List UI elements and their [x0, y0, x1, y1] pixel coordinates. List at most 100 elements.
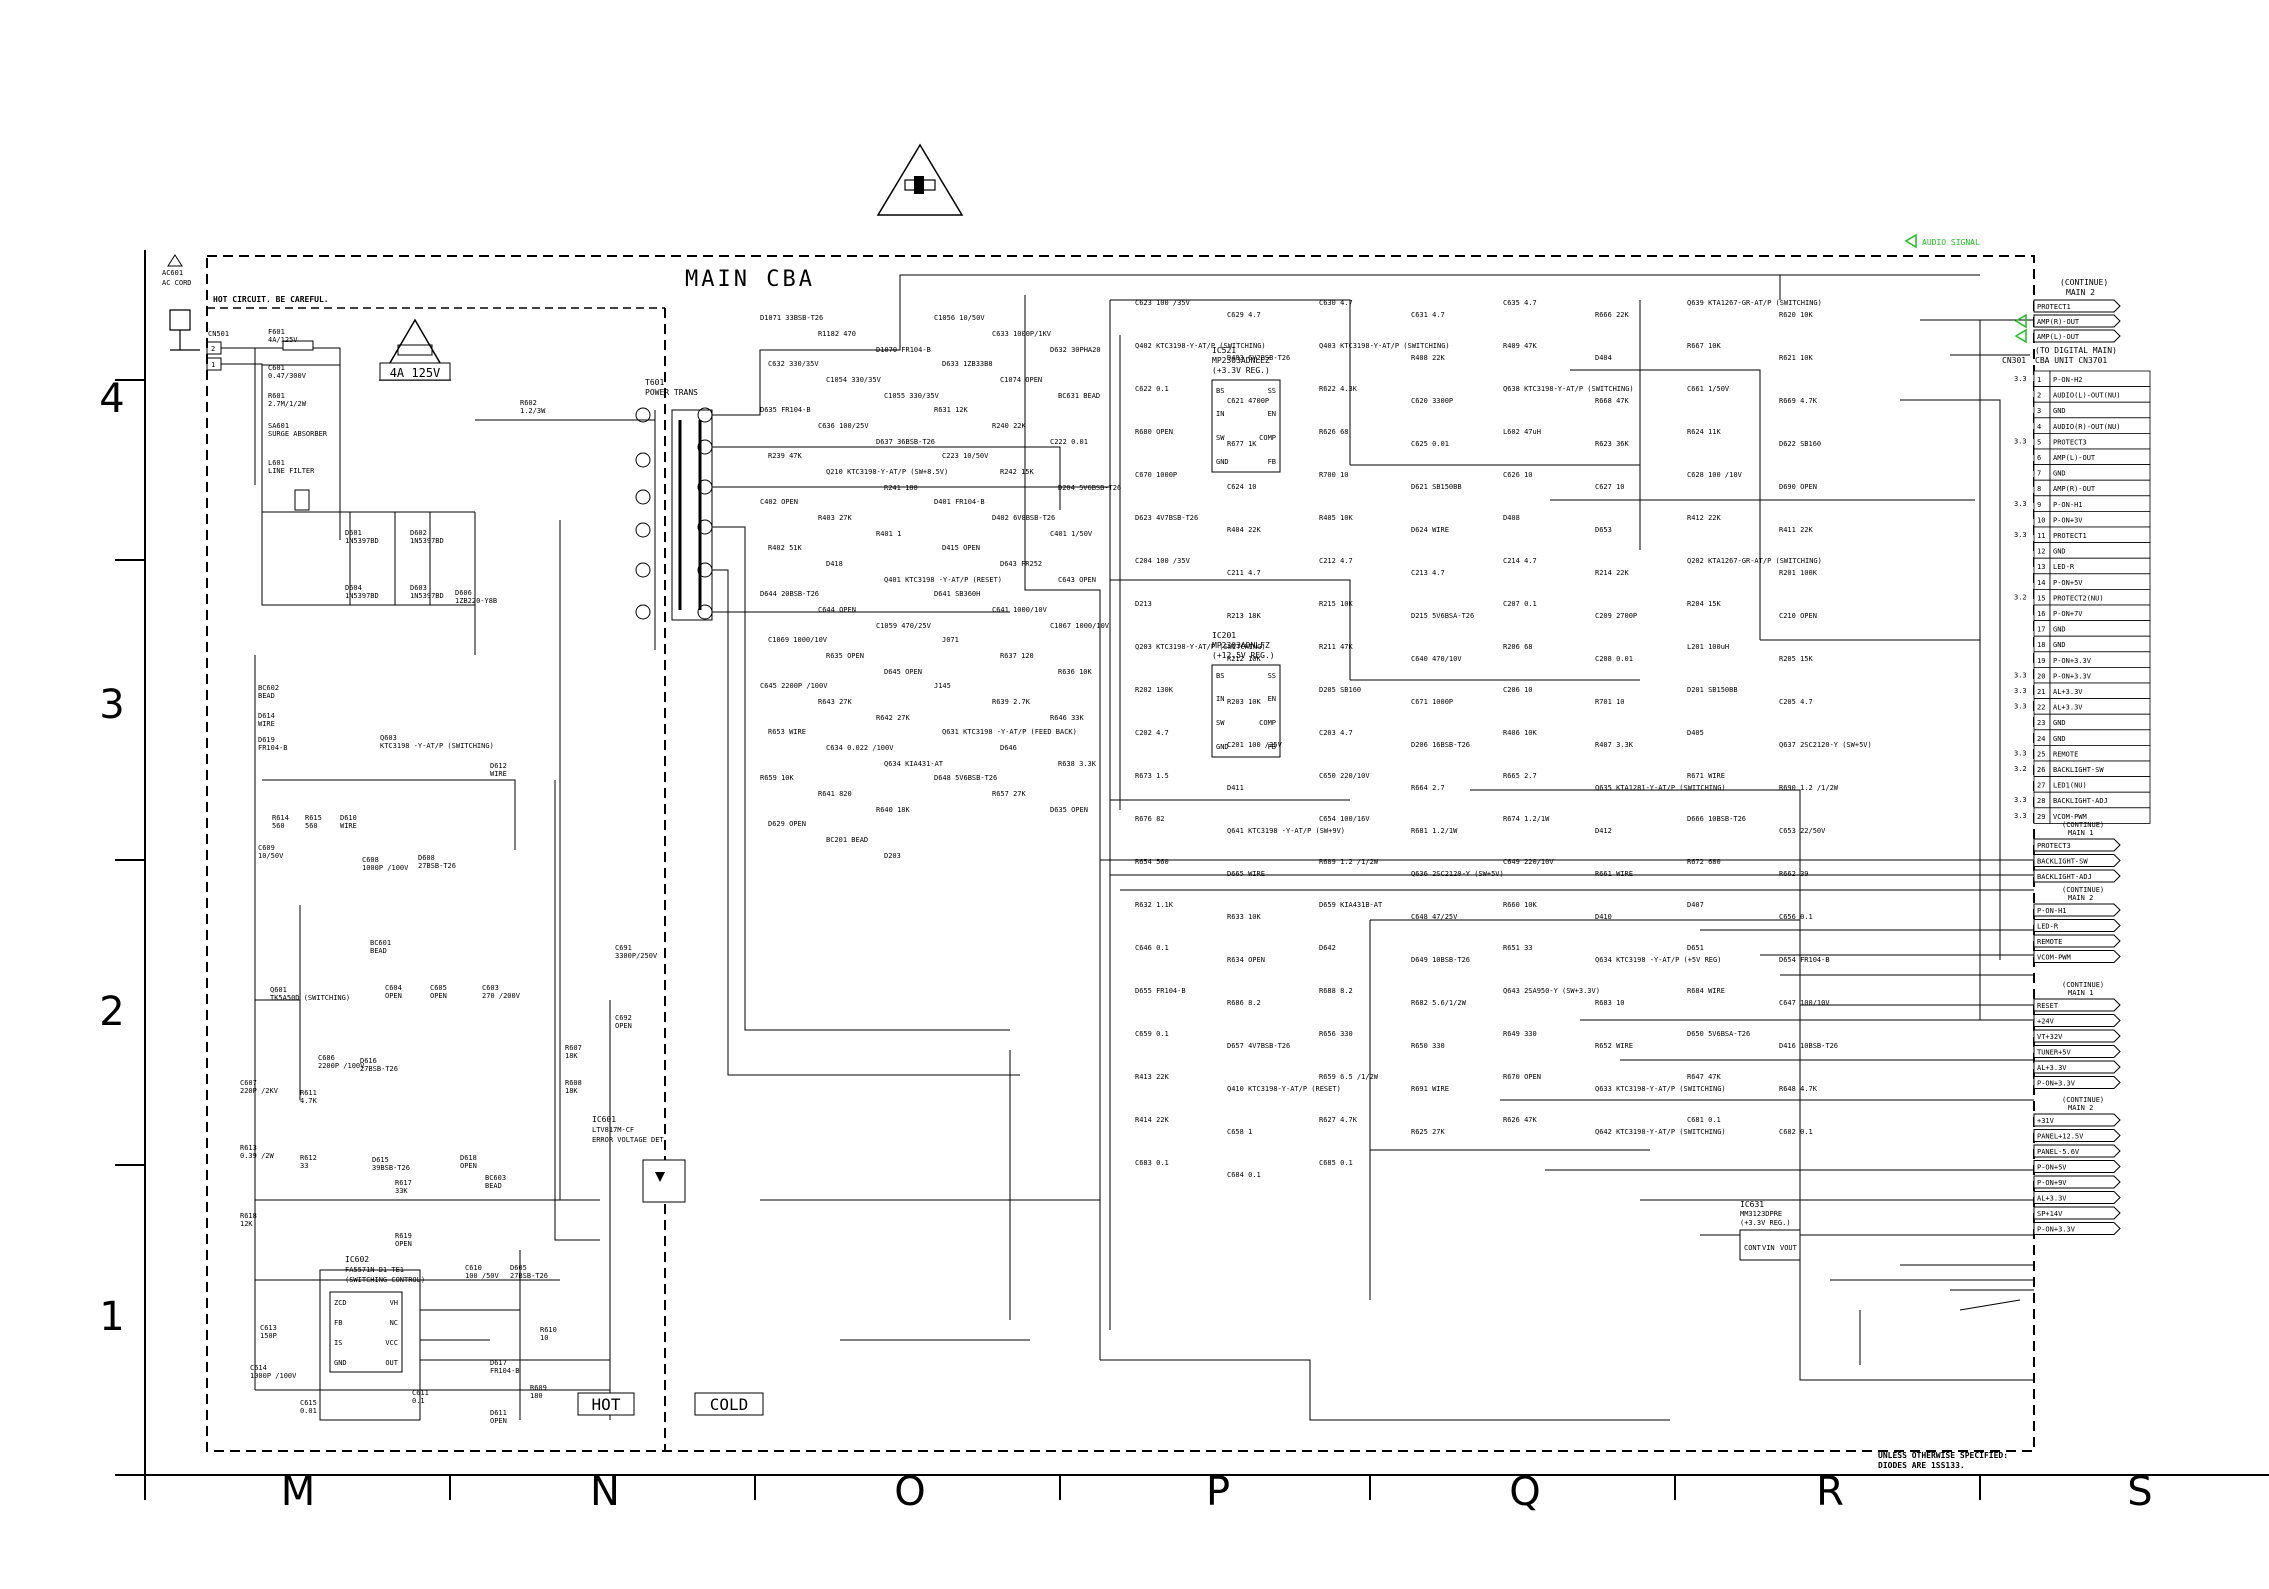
pin-name: GND	[2053, 626, 2066, 634]
component-label: D416 10BSB-T26	[1779, 1042, 1838, 1050]
pin-name: PROTECT3	[2053, 438, 2087, 446]
component-label: D206 16BSB-T26	[1411, 741, 1470, 749]
svg-text:CN501: CN501	[208, 330, 229, 338]
component-value: 0.39 /2W	[240, 1152, 275, 1160]
fuse-warning-icon	[876, 143, 964, 216]
component-label: R664 2.7	[1411, 784, 1445, 792]
component-ref: F601	[268, 328, 285, 336]
svg-text:COMP: COMP	[1259, 719, 1276, 727]
component-label: C633 1000P/1KV	[992, 330, 1052, 338]
component-label: R642 27K	[876, 714, 911, 722]
component-ref: Q603	[380, 734, 397, 742]
component-value: LINE FILTER	[268, 467, 315, 475]
continue-top: (CONTINUE) MAIN 2	[2060, 278, 2108, 297]
component-label: Q633 KTC3198-Y-AT/P (SWITCHING)	[1595, 1085, 1726, 1093]
grid-letters: M N O P Q R S	[281, 1469, 2153, 1515]
component-label: C656 0.1	[1779, 913, 1813, 921]
component-label: C1054 330/35V	[826, 376, 882, 384]
signal-label: +24V	[2037, 1018, 2055, 1026]
svg-text:(+3.3V REG.): (+3.3V REG.)	[1212, 366, 1270, 375]
component-label: J145	[934, 682, 951, 690]
component-label: D405	[1687, 729, 1704, 737]
component-value: 1N5397BD	[345, 592, 379, 600]
component-label: Q401 KTC3198 -Y-AT/P (RESET)	[884, 576, 1002, 584]
component-label: L201 100uH	[1687, 643, 1729, 651]
component-label: C222 0.01	[1050, 438, 1088, 446]
transformer-desc: POWER TRANS	[645, 388, 698, 397]
component-label: D407	[1687, 901, 1704, 909]
cold-box	[694, 1392, 764, 1416]
component-label: R640 18K	[876, 806, 911, 814]
svg-text:IC631: IC631	[1740, 1200, 1764, 1209]
component-ref: R617	[395, 1179, 412, 1187]
continue-header: (CONTINUE)MAIN 2	[2062, 886, 2104, 902]
pin-number: 26	[2037, 766, 2045, 774]
signal-label: VCOM-PWM	[2037, 954, 2071, 962]
component-value: 0.01	[300, 1407, 317, 1415]
signal-label: BACKLIGHT-ADJ	[2037, 873, 2092, 881]
component-value: WIRE	[490, 770, 507, 778]
main-cba-border	[206, 255, 2035, 1452]
signal-tag: AMP(L)-OUT	[2033, 329, 2121, 343]
component-label: R240 22K	[992, 422, 1027, 430]
component-value: TK5A50D (SWITCHING)	[270, 994, 350, 1002]
component-ref: SA601	[268, 422, 289, 430]
pin-name: VCOM-PWM	[2053, 813, 2087, 821]
signal-tag: REMOTE	[2033, 934, 2121, 948]
grid-frame	[115, 250, 2269, 1500]
component-ref: L601	[268, 459, 285, 467]
component-label: R672 680	[1687, 858, 1721, 866]
component-ref: C611	[412, 1389, 429, 1397]
component-label: C631 4.7	[1411, 311, 1445, 319]
component-label: C682 0.1	[1779, 1128, 1813, 1136]
component-label: D648 5V6BSB-T26	[934, 774, 997, 782]
component-value: WIRE	[340, 822, 357, 830]
component-label: R637 120	[1000, 652, 1034, 660]
component-label: C209 2700P	[1595, 612, 1637, 620]
svg-text:(TO DIGITAL MAIN): (TO DIGITAL MAIN)	[2035, 346, 2117, 355]
component-label: R633 10K	[1227, 913, 1262, 921]
component-label: R647 47K	[1687, 1073, 1722, 1081]
component-value: BEAD	[485, 1182, 502, 1190]
component-value: 270 /200V	[482, 992, 521, 1000]
component-ref: R615	[305, 814, 322, 822]
component-label: BC631 BEAD	[1058, 392, 1100, 400]
component-label: C647 100/10V	[1779, 999, 1830, 1007]
component-label: Q642 KTC3198-Y-AT/P (SWITCHING)	[1595, 1128, 1726, 1136]
component-ref: BC602	[258, 684, 279, 692]
component-label: R635 OPEN	[826, 652, 864, 660]
component-label: R659 10K	[760, 774, 795, 782]
component-label: C671 1000P	[1411, 698, 1453, 706]
svg-text:(+12.5V REG.): (+12.5V REG.)	[1212, 651, 1275, 660]
svg-text:NC: NC	[390, 1319, 398, 1327]
component-value: 12K	[240, 1220, 253, 1228]
component-ref: R614	[272, 814, 289, 822]
component-label: D624 WIRE	[1411, 526, 1449, 534]
pin-number: 15	[2037, 594, 2045, 602]
component-label: R673 1.5	[1135, 772, 1169, 780]
signal-tag: BACKLIGHT-SW	[2033, 854, 2121, 867]
pin-name: GND	[2053, 548, 2066, 556]
signal-label: SP+14V	[2037, 1210, 2063, 1218]
component-label: R646 33K	[1050, 714, 1085, 722]
component-label: R634 OPEN	[1227, 956, 1265, 964]
component-label: D642	[1319, 944, 1336, 952]
pin-number: 13	[2037, 563, 2045, 571]
component-label: Q634 KTC3198 -Y-AT/P (+5V REG)	[1595, 956, 1721, 964]
component-label: C653 22/50V	[1779, 827, 1826, 835]
signal-label: AMP(R)-OUT	[2037, 318, 2080, 326]
svg-text:CBA UNIT CN3701: CBA UNIT CN3701	[2035, 356, 2107, 365]
component-label: R666 22K	[1595, 311, 1630, 319]
component-label: R691 WIRE	[1411, 1085, 1449, 1093]
pin-name: P-ON-H1	[2053, 501, 2083, 509]
signal-tag: TUNER+5V	[2033, 1045, 2121, 1058]
component-label: R654 560	[1135, 858, 1169, 866]
component-label: R214 22K	[1595, 569, 1630, 577]
component-label: D651	[1687, 944, 1704, 952]
component-label: D633 1ZB33B8	[942, 360, 993, 368]
grid-number: 3	[99, 682, 124, 728]
signal-tag: P-ON+9V	[2033, 1175, 2121, 1189]
